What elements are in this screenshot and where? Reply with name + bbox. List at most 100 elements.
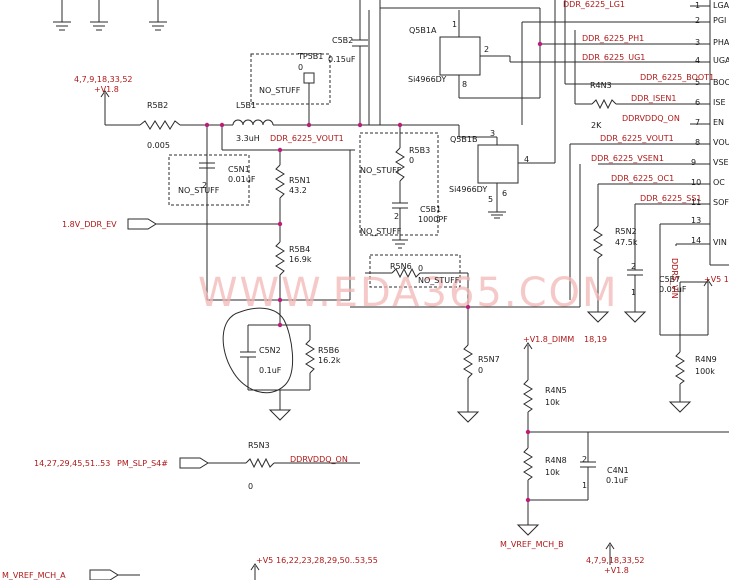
r4n8-value: 10k: [545, 468, 560, 477]
c5n2-ref: C5N2: [259, 346, 281, 355]
junction-dot: [357, 122, 363, 128]
junction-dot: [465, 304, 471, 310]
v5-bottom-sheets: 16,22,23,28,29,50..53,55: [276, 556, 378, 565]
c5b1-value: 1000PF: [418, 215, 448, 224]
net-port-1-8v-ddr-ev: [127, 218, 157, 230]
v5-bottom-label: +V5: [256, 556, 274, 565]
r5n3-value: 0: [248, 482, 254, 491]
ic-pin-num: 11: [691, 198, 702, 207]
no-stuff-box-tp5b1: [250, 53, 331, 105]
inductor-l5b1: [232, 119, 274, 126]
c5b2-value: 0.15uF: [328, 55, 356, 64]
r4n9-value: 100k: [695, 367, 715, 376]
r5b6-value: 16.2k: [318, 356, 341, 365]
highlight-ring: [222, 307, 294, 394]
ic-pin-name: VOU: [713, 138, 729, 147]
v1-8-bottom-label: +V1.8: [604, 566, 629, 575]
r4n3-value: 2K: [591, 121, 602, 130]
ic-pin-num: 8: [695, 138, 701, 147]
r5b6-ref: R5B6: [318, 346, 340, 355]
junction-dot: [277, 297, 283, 303]
q5b1b-pin6: 6: [502, 189, 508, 198]
c5b1-pin: 2: [394, 212, 400, 221]
c5n1-ref: C5N1: [228, 165, 250, 174]
c5b7-pin2: 1: [631, 288, 637, 297]
v1-8-bottom-sheets: 4,7,9,18,33,52: [586, 556, 645, 565]
c4n1-pin1: 2: [582, 455, 588, 464]
junction-dot: [204, 122, 210, 128]
r5n1-ref: R5N1: [289, 176, 311, 185]
ddrvddq-on-left-label: DDRVDDQ_ON: [290, 455, 348, 464]
ic-pin-name: VIN: [713, 238, 727, 247]
ic-pin-num: 5: [695, 78, 701, 87]
resistor-r5b2: [139, 120, 181, 130]
r5n1-value: 43.2: [289, 186, 307, 195]
c5n1-pin: 2: [202, 181, 208, 190]
no-stuff-box-r5n6: [369, 254, 461, 288]
junction-dot: [397, 122, 403, 128]
junction-dot: [219, 122, 225, 128]
ic-pin-num: 1: [695, 1, 701, 10]
v1-8-sheets: 4,7,9,18,33,52: [74, 75, 133, 84]
q5b1b-ref: Q5B1B: [450, 135, 478, 144]
m-vref-b-label: M_VREF_MCH_B: [500, 540, 564, 549]
c5b2-ref: C5B2: [332, 36, 354, 45]
r5n6-stuff: NO_STUFF: [418, 276, 460, 285]
q5b1a-pin2: 2: [484, 45, 490, 54]
ic-pin-num: 3: [695, 38, 701, 47]
c5n1-stuff: NO_STUFF: [178, 186, 220, 195]
ic-pin-num: 2: [695, 16, 701, 25]
junction-dot: [277, 221, 283, 227]
r4n5-ref: R4N5: [545, 386, 567, 395]
ddr-ev-label: 1.8V_DDR_EV: [62, 220, 117, 229]
c5n2-value: 0.1uF: [259, 366, 282, 375]
junction-dot: [537, 41, 543, 47]
ground-symbol: [90, 0, 108, 31]
r5b4-value: 16.9k: [289, 255, 312, 264]
ph1-label: DDR_6225_PH1: [582, 34, 645, 43]
oc1-label: DDR_6225_OC1: [611, 174, 675, 183]
ic-pin-name: PHA: [713, 38, 729, 47]
vout-right-label: DDR_6225_VOUT1: [600, 134, 674, 143]
ic-pin-num: 9: [691, 158, 697, 167]
r5n7-ref: R5N7: [478, 355, 500, 364]
boot1-label: DDR_6225_BOOT1: [640, 73, 715, 82]
power-arrow-v1-8: [100, 90, 110, 125]
q5b1a-pin1: 1: [452, 20, 458, 29]
c5b7-value: 0.01uF: [659, 285, 687, 294]
q5b1b-pin5: 5: [488, 195, 494, 204]
junction-dot: [306, 122, 312, 128]
ic-pin-name: PGI: [713, 16, 727, 25]
q5b1b-pin4: 4: [524, 155, 530, 164]
ss1-label: DDR_6225_SS1: [640, 194, 702, 203]
vout-left-label: DDR_6225_VOUT1: [270, 134, 344, 143]
ug1-label: DDR_6225_UG1: [582, 53, 646, 62]
r5b3-value: 0: [409, 156, 415, 165]
r5n3-ref: R5N3: [248, 441, 270, 450]
c5n1-value: 0.01uF: [228, 175, 256, 184]
r5b2-value: 0.005: [147, 141, 170, 150]
tp5b1-stuff: NO_STUFF: [259, 86, 301, 95]
ic-pin-name: BOO: [713, 78, 729, 87]
lgate-label: DDR_6225_LG1: [563, 0, 625, 9]
ic-pin-name: LGA: [713, 1, 729, 10]
r5b4-ref: R5B4: [289, 245, 311, 254]
vsen1-label: DDR_6225_VSEN1: [591, 154, 664, 163]
r5n6-ref: R5N6: [390, 262, 412, 271]
ic-pin-name: ISE: [713, 98, 726, 107]
v1-8-label: +V1.8: [94, 85, 119, 94]
ground-symbol: [149, 0, 167, 31]
ground-triangle: [516, 524, 540, 536]
r5n6-value: 0: [418, 264, 424, 273]
watermark: WWW.EDA365.COM: [198, 270, 619, 316]
ground-triangle: [268, 409, 292, 421]
junction-dot: [525, 497, 531, 503]
ic-pin-num: 6: [695, 98, 701, 107]
q5b1a-ref: Q5B1A: [409, 26, 437, 35]
v1-8-dimm-label: +V1.8_DIMM: [523, 335, 575, 344]
r5n2-value: 47.5k: [615, 238, 638, 247]
q5b1a-pin8: 8: [462, 80, 468, 89]
pm-slp-label: PM_SLP_S4#: [117, 459, 168, 468]
net-port-pm-slp-s4: [179, 457, 209, 469]
